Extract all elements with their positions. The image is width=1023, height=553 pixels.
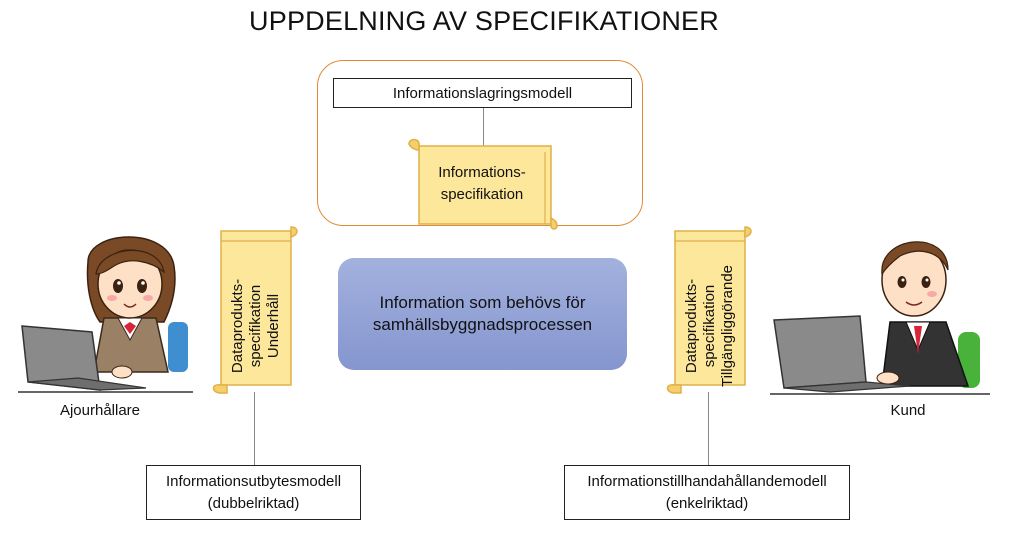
scroll-shape: [212, 226, 298, 394]
central-information-box: Information som behövs för samhällsbyggn…: [338, 258, 627, 370]
diagram-title: UPPDELNING AV SPECIFIKATIONER: [249, 6, 719, 36]
provision-model-line2: (enkelriktad): [665, 495, 749, 512]
central-information-line2: samhällsbyggnadsprocessen: [372, 315, 593, 334]
provision-model-box: Informationstillhandahållandemodell (enk…: [564, 465, 850, 520]
availability-spec-line3: Tillgängliggörande: [719, 264, 736, 388]
availability-spec-scroll: Dataprodukts- specifikation Tillgängligg…: [661, 225, 756, 395]
availability-spec-line1: Dataprodukts-: [683, 278, 700, 374]
exchange-model-line2: (dubbelriktad): [207, 495, 300, 512]
provision-model-line1: Informationstillhandahållandemodell: [587, 473, 827, 490]
exchange-model-box: Informationsutbytesmodell (dubbelriktad): [146, 465, 361, 520]
information-spec-scroll: Informations- specifikation: [405, 138, 561, 230]
maintenance-spec-line3: Underhåll: [265, 293, 282, 359]
maintainer-illustration: [18, 222, 193, 400]
customer-illustration: [770, 222, 990, 400]
availability-spec-line2: specifikation: [701, 284, 718, 368]
storage-model-label: Informationslagringsmodell: [392, 84, 573, 102]
maintenance-spec-scroll: Dataprodukts- specifikation Underhåll: [207, 225, 302, 395]
maintenance-spec-line2: specifikation: [247, 284, 264, 368]
central-information-line1: Information som behövs för: [379, 293, 586, 312]
woman-at-laptop-icon: [18, 236, 193, 393]
man-at-laptop-icon: [770, 241, 990, 395]
storage-model-box: Informationslagringsmodell: [333, 78, 632, 108]
connector-availability-to-provision: [708, 392, 709, 466]
information-spec-line2: specifikation: [440, 186, 524, 203]
storage-group-frame: [317, 60, 643, 226]
maintainer-label: Ajourhållare: [59, 402, 141, 419]
exchange-model-line1: Informationsutbytesmodell: [165, 473, 342, 490]
maintenance-spec-line1: Dataprodukts-: [229, 278, 246, 374]
connector-maintenance-to-exchange: [254, 392, 255, 466]
scroll-shape: [666, 226, 752, 394]
information-spec-line1: Informations-: [438, 164, 526, 181]
scroll-shape: [408, 138, 558, 230]
customer-label: Kund: [890, 402, 926, 419]
connector-storage-to-spec: [483, 107, 484, 147]
